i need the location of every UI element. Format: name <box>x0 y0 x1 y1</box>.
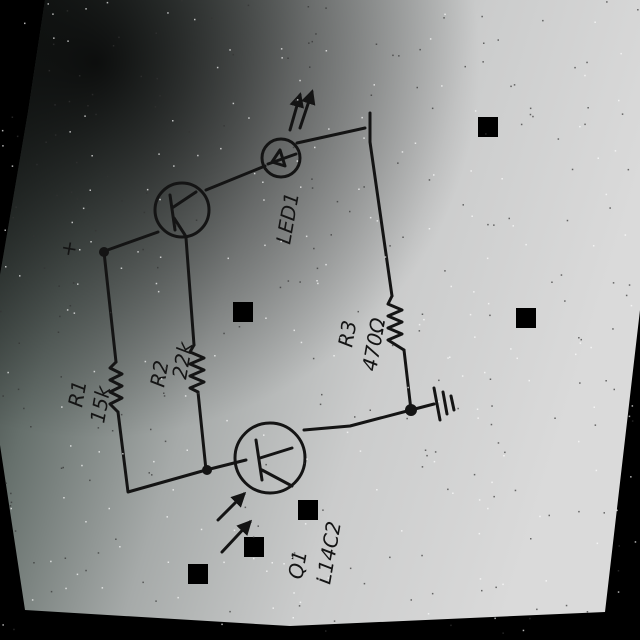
light-out-arrow <box>288 92 304 132</box>
wires <box>100 111 436 494</box>
led-symbol <box>260 89 316 179</box>
paper-shadow <box>0 0 640 626</box>
wire-top-left <box>100 230 160 254</box>
wire-q2-to-led <box>204 164 267 192</box>
light-in-arrow <box>216 491 247 522</box>
phototransistor-q1 <box>216 421 307 554</box>
r3-name: R3 <box>333 318 361 348</box>
power-symbol: + <box>55 238 82 259</box>
wire-q1-collector <box>302 408 413 432</box>
junction-node <box>202 465 212 475</box>
resistor-r2 <box>188 343 206 394</box>
wire-led-to-right <box>295 126 367 145</box>
redaction-squares <box>188 117 536 584</box>
wire-q2-base-down <box>184 236 196 347</box>
wire-r3-to-ground <box>402 348 413 412</box>
transistor-upper <box>153 181 211 239</box>
light-out-arrow <box>298 89 316 130</box>
wire-left-rail-top <box>102 250 118 364</box>
wire-left-rail-bottom <box>116 410 248 494</box>
wire-right-rail <box>368 111 394 298</box>
junction-node <box>99 247 109 257</box>
r2-name: R2 <box>145 358 173 388</box>
ground-symbol <box>432 386 456 422</box>
junction-node <box>405 404 417 416</box>
q1-name: Q1 <box>283 549 312 581</box>
wire-r2-to-node <box>196 390 208 472</box>
resistor-r3 <box>386 294 406 352</box>
resistor-r1 <box>108 360 124 414</box>
r1-name: R1 <box>63 378 91 408</box>
light-in-arrow <box>220 519 253 554</box>
